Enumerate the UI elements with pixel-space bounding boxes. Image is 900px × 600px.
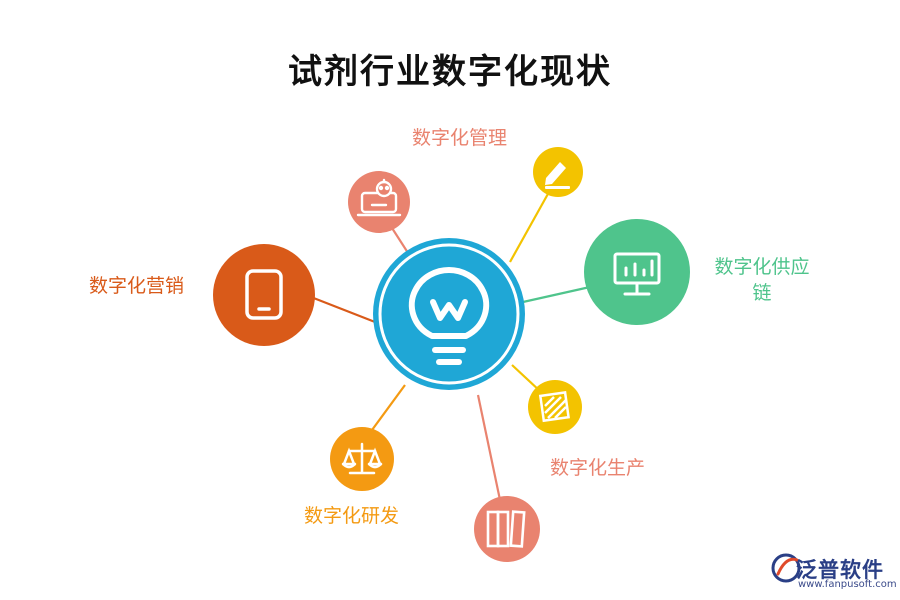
connector-supply-chain	[522, 285, 591, 304]
node-supply-chain	[584, 219, 690, 325]
node-books	[474, 496, 540, 562]
label-marketing: 数字化营销	[89, 275, 185, 297]
label-production: 数字化生产	[550, 457, 646, 479]
connector-rnd	[371, 384, 406, 431]
label-management: 数字化管理	[412, 127, 508, 149]
robot-laptop-icon	[356, 178, 402, 217]
brand-name: 泛普软件	[796, 558, 884, 582]
connector-management	[509, 191, 550, 263]
tablet-icon	[245, 269, 283, 320]
page-title: 试剂行业数字化现状	[288, 52, 612, 92]
node-production	[528, 380, 582, 434]
lightbulb-icon	[408, 267, 490, 365]
label-supply-chain-line2: 链	[752, 282, 772, 304]
center-node	[373, 238, 525, 390]
label-supply-chain-line1: 数字化供应	[714, 256, 810, 278]
node-robot	[348, 171, 410, 233]
label-supply-chain: 数字化供应 链	[712, 254, 812, 306]
label-rnd: 数字化研发	[304, 505, 400, 527]
brand-logo: 泛普软件 www.fanpusoft.com	[768, 548, 897, 594]
connectors	[310, 191, 591, 501]
connector-production	[511, 364, 542, 393]
balance-scale-icon	[341, 442, 383, 475]
node-rnd	[330, 427, 394, 491]
pencil-icon	[545, 162, 570, 189]
node-marketing	[213, 244, 315, 346]
striped-square-icon	[538, 391, 570, 423]
fanpu-logo-icon	[771, 553, 801, 583]
monitor-chart-icon	[613, 252, 661, 296]
books-icon	[486, 510, 526, 548]
brand-url: www.fanpusoft.com	[798, 579, 897, 590]
node-management	[533, 147, 583, 197]
connector-books	[476, 394, 502, 501]
connector-marketing	[310, 295, 376, 324]
